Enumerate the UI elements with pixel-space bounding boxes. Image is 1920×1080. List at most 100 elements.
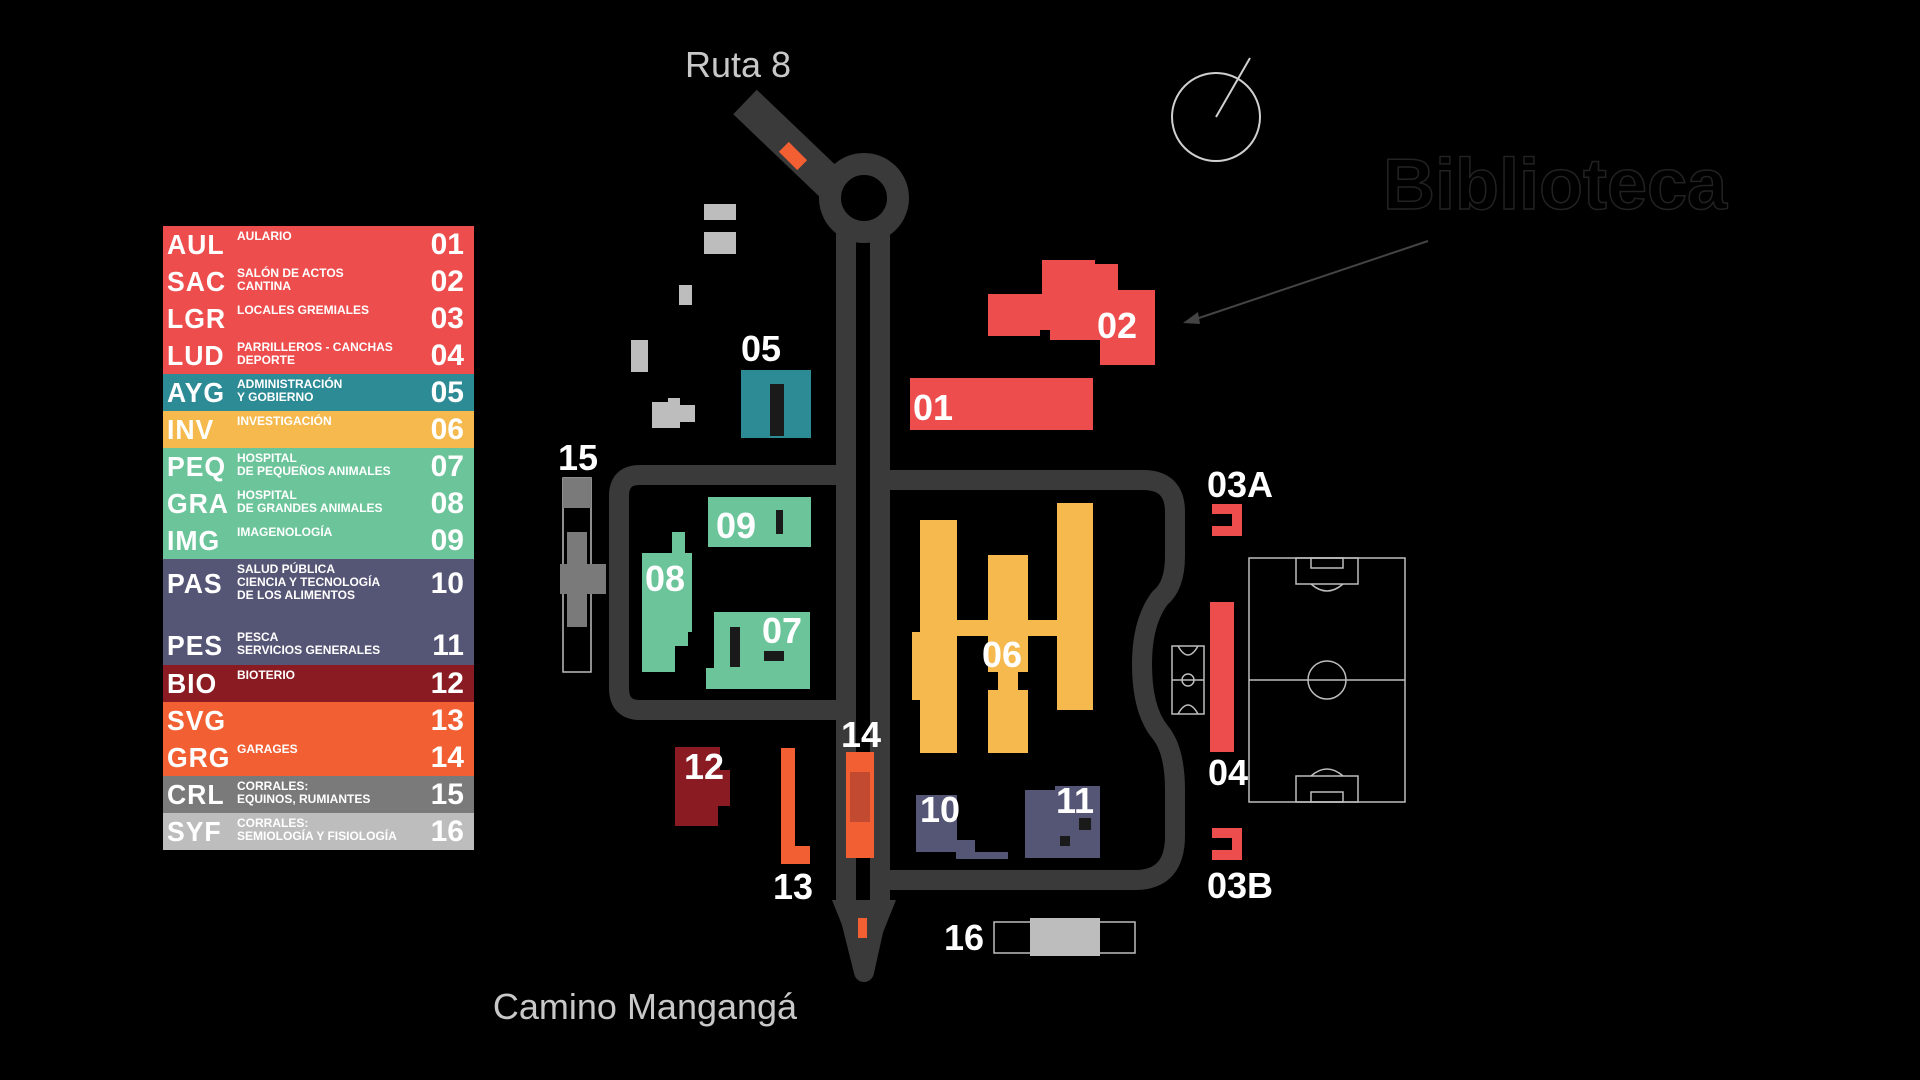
road-label-top: Ruta 8 (685, 44, 791, 85)
legend-code: AUL (167, 229, 225, 260)
legend-row: SYF CORRALES: SEMIOLOGÍA Y FISIOLOGÍA 16 (163, 813, 474, 850)
legend-description: PESCA SERVICIOS GENERALES (237, 630, 381, 657)
legend-description: IMAGENOLOGÍA (237, 525, 333, 539)
building-09 (708, 497, 811, 547)
map-label-08: 08 (645, 558, 685, 599)
map-label-13: 13 (773, 866, 813, 907)
legend-code: PES (167, 630, 224, 661)
building-11 (1025, 786, 1100, 858)
legend-row: AYG ADMINISTRACIÓN Y GOBIERNO 05 (163, 374, 474, 411)
legend-number: 05 (430, 376, 464, 409)
map-label-03b: 03B (1207, 865, 1273, 906)
map-label-16: 16 (944, 917, 984, 958)
loop-road (884, 470, 1185, 890)
legend-description: HOSPITAL DE PEQUEÑOS ANIMALES (237, 451, 391, 478)
legend-description: CORRALES: SEMIOLOGÍA Y FISIOLOGÍA (237, 816, 397, 843)
legend-number: 09 (430, 524, 464, 557)
legend-description: PARRILLEROS - CANCHAS DEPORTE (237, 340, 393, 367)
building-05 (741, 370, 811, 438)
legend-number: 02 (430, 265, 464, 298)
arrow-head-icon (1183, 312, 1200, 324)
legend-code: GRA (167, 488, 229, 519)
main-avenue-tip (832, 900, 896, 980)
building-10 (916, 795, 1008, 859)
legend-row: INV INVESTIGACIÓN 06 (163, 411, 474, 448)
map-label-14: 14 (841, 714, 881, 755)
legend-number: 11 (432, 629, 464, 662)
legend-number: 14 (430, 741, 464, 774)
map-label-07: 07 (762, 610, 802, 651)
legend-code: SVG (167, 705, 227, 736)
map-label-03a: 03A (1207, 464, 1273, 505)
legend-code: GRG (167, 742, 231, 773)
building-01 (910, 378, 1093, 430)
legend-code: SYF (167, 816, 222, 847)
legend-code: AYG (167, 377, 226, 408)
biblioteca-arrow (1189, 240, 1429, 322)
map-label-05: 05 (741, 328, 781, 369)
soccer-field-icon (1248, 557, 1406, 803)
legend-code: IMG (167, 525, 221, 556)
legend-row: CRL CORRALES: EQUINOS, RUMIANTES 15 (163, 776, 474, 813)
compass-icon (1171, 57, 1261, 162)
legend-description: HOSPITAL DE GRANDES ANIMALES (237, 488, 383, 515)
main-avenue (836, 222, 890, 982)
legend-code: INV (167, 414, 215, 445)
legend-code: LGR (167, 303, 227, 334)
building-16 (993, 918, 1136, 956)
building-14 (846, 752, 874, 858)
building-04 (1210, 602, 1234, 752)
building-02 (988, 260, 1155, 365)
road-label-bottom: Camino Mangangá (493, 986, 798, 1027)
building-07 (706, 612, 810, 689)
ruta-8-gate (778, 141, 808, 171)
legend-row: PAS SALUD PÚBLICA CIENCIA Y TECNOLOGÍA DE… (163, 559, 474, 627)
map-label-01: 01 (913, 387, 953, 428)
legend-number: 03 (430, 302, 464, 335)
legend-number: 01 (430, 228, 464, 261)
legend-code: SAC (167, 266, 227, 297)
legend-number: 12 (430, 667, 464, 700)
legend-description: BIOTERIO (237, 668, 296, 682)
map-label-15: 15 (558, 437, 598, 478)
legend-description: ADMINISTRACIÓN Y GOBIERNO (237, 377, 343, 404)
legend-code: PAS (167, 568, 223, 599)
legend-code: LUD (167, 340, 225, 371)
legend-number: 15 (430, 778, 464, 811)
legend-row: PES PESCA SERVICIOS GENERALES 11 (163, 627, 474, 665)
legend-number: 06 (430, 413, 464, 446)
building-06 (912, 503, 1093, 753)
legend-code: BIO (167, 668, 218, 699)
legend-description: INVESTIGACIÓN (237, 414, 332, 428)
misc-gray-buildings (631, 204, 736, 428)
building-03a (1212, 504, 1242, 536)
map-label-09: 09 (716, 505, 756, 546)
legend-number: 07 (430, 450, 464, 483)
legend-description: SALUD PÚBLICA CIENCIA Y TECNOLOGÍA DE LO… (237, 562, 381, 602)
biblioteca-label: Biblioteca (1383, 145, 1728, 225)
building-03b (1212, 828, 1242, 860)
basketball-court-icon (1171, 645, 1205, 715)
map-label-12: 12 (684, 746, 724, 787)
legend-code: CRL (167, 779, 225, 810)
legend-description: CORRALES: EQUINOS, RUMIANTES (237, 779, 371, 806)
building-08 (642, 532, 692, 672)
map-label-11: 11 (1056, 780, 1094, 821)
legend-number: 16 (430, 815, 464, 848)
legend-row: SAC SALÓN DE ACTOS CANTINA 02 (163, 263, 474, 300)
map-label-04: 04 (1208, 752, 1248, 793)
legend-description: SALÓN DE ACTOS CANTINA (237, 266, 344, 293)
building-15 (560, 477, 606, 673)
legend-code: PEQ (167, 451, 227, 482)
roundabout (819, 153, 909, 243)
south-gate (858, 918, 867, 938)
map-label-06: 06 (982, 634, 1022, 675)
map-label-02: 02 (1097, 305, 1137, 346)
